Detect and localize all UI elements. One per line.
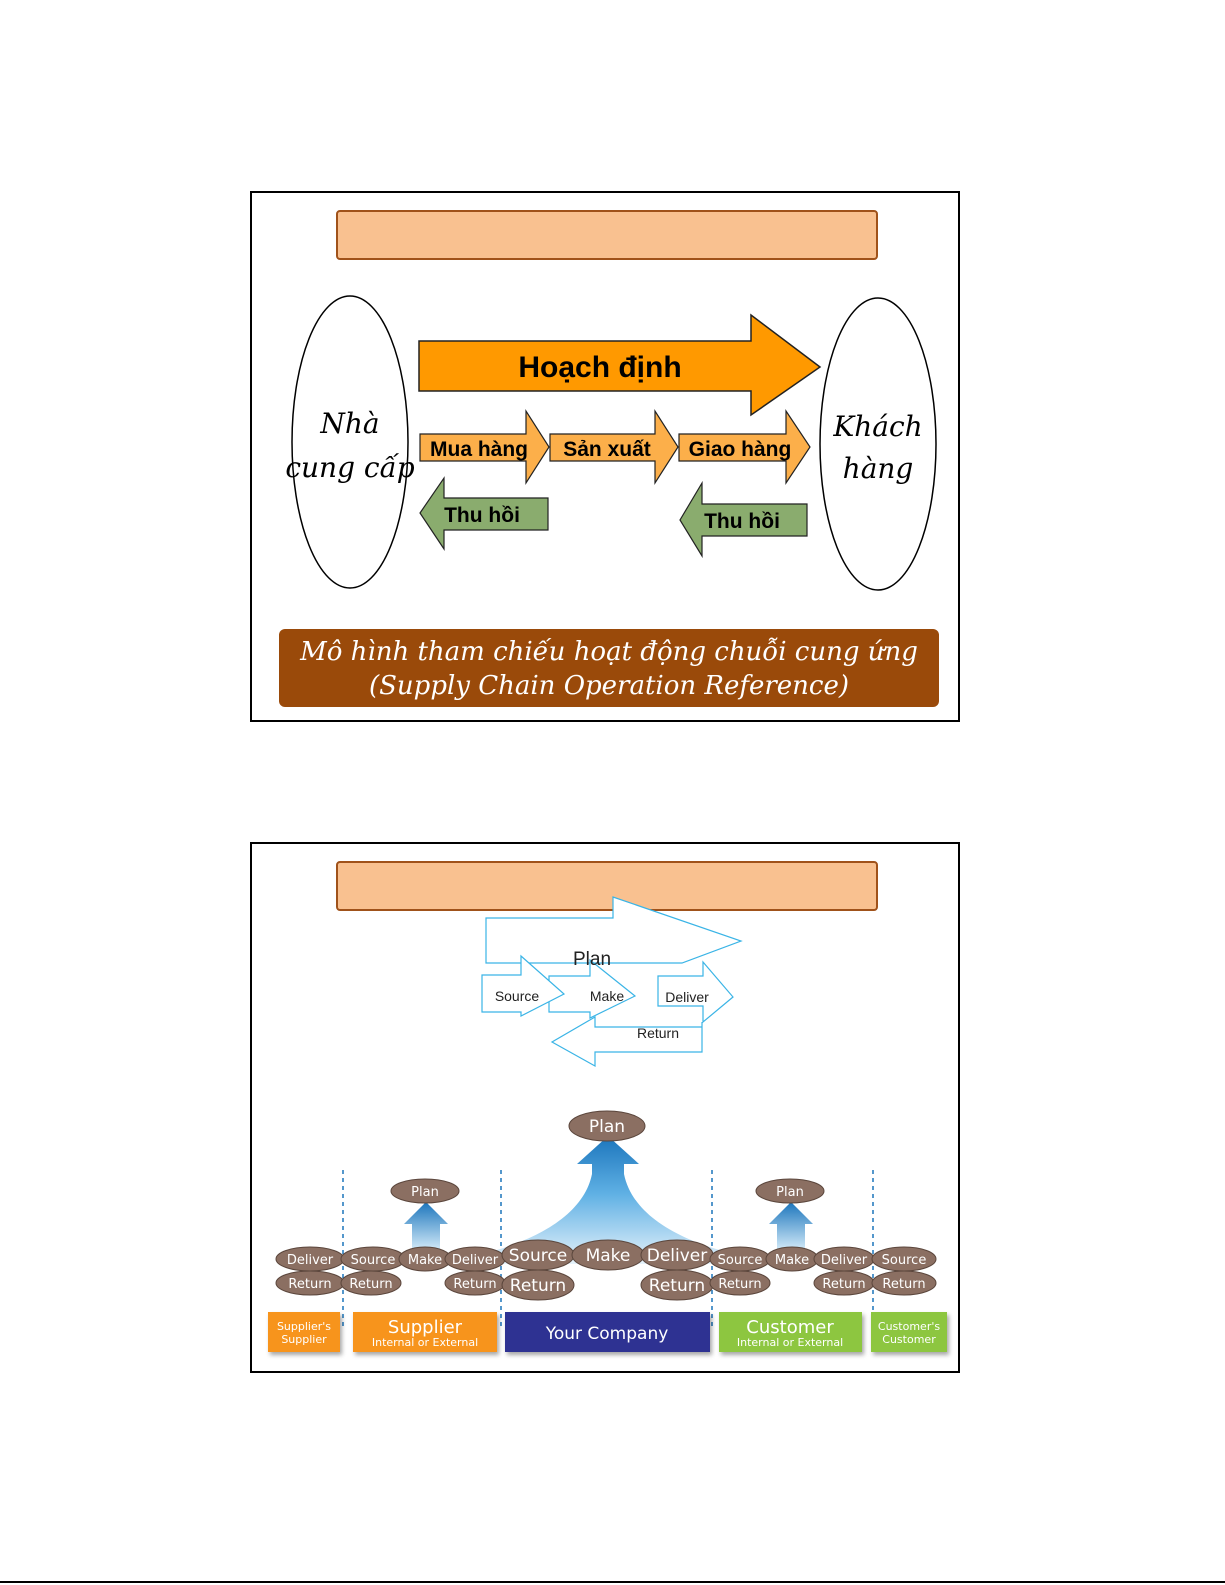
entity-supplier (353, 1312, 497, 1352)
plan-arrow-label: Hoạch định (518, 351, 681, 384)
caption-bar (279, 629, 939, 707)
entity-cu-line1: Customer (746, 1317, 834, 1338)
label-sup-return-l: Return (349, 1277, 392, 1292)
plan-oval-company (568, 1110, 646, 1142)
label-cu-return-r: Return (822, 1277, 865, 1292)
label-cu-return-l: Return (718, 1277, 761, 1292)
outline-deliver-label: Deliver (665, 989, 709, 1005)
label-cu-deliver: Deliver (821, 1253, 868, 1268)
delivery-arrow (678, 409, 811, 485)
slide-scor-chain: Plan Source Make Deliver Return (250, 842, 960, 1373)
label-sup-source: Source (351, 1253, 396, 1268)
supplier-plan-arrow (404, 1202, 448, 1249)
label-sup-deliver: Deliver (452, 1253, 499, 1268)
caption-line-1: Mô hình tham chiếu hoạt động chuỗi cung … (299, 636, 918, 667)
return-arrow-customer (679, 480, 808, 559)
oval-sup-return-l (340, 1270, 402, 1296)
return-arrow-supplier (419, 476, 549, 551)
scor-outline-diagram (481, 896, 743, 1068)
outline-plan-label: Plan (573, 949, 611, 970)
entity-cu-line2: Internal or External (737, 1336, 843, 1349)
plan-label-company: Plan (589, 1117, 625, 1137)
entity-your-company (505, 1312, 710, 1352)
outline-make-label: Make (590, 988, 624, 1004)
label-yc-return-r: Return (649, 1276, 705, 1296)
plan-arrow (418, 313, 822, 417)
slide-title-bar (336, 210, 878, 260)
oval-cc-return (871, 1270, 937, 1296)
entity-ss-line1: Supplier's (277, 1320, 331, 1333)
customer-label-2: hàng (843, 452, 914, 485)
entity-sup-line2: Internal or External (372, 1336, 478, 1349)
purchase-arrow (419, 408, 550, 486)
label-yc-make: Make (586, 1246, 631, 1266)
plan-label-customer: Plan (776, 1185, 804, 1200)
deliver-outline-arrow (657, 960, 734, 1024)
entity-suppliers-supplier (268, 1312, 340, 1352)
slide-scor-overview: Nhà cung cấp Khách hàng Hoạch định Mua h… (250, 191, 960, 722)
entity-customers-customer (871, 1312, 947, 1352)
plan-oval-supplier (390, 1178, 460, 1204)
plan-outline-arrow (485, 896, 743, 964)
entity-ss-line2: Supplier (281, 1333, 327, 1346)
customer-ellipse (819, 297, 937, 591)
supplier-ellipse (291, 295, 409, 589)
label-yc-return-l: Return (510, 1276, 566, 1296)
source-outline-arrow (481, 954, 566, 1017)
scor-chain-diagram: Plan Source Make Deliver Return (268, 896, 947, 1352)
caption-line-2: (Supply Chain Operation Reference) (369, 671, 849, 701)
return-arrow-customer-label: Thu hồi (704, 510, 780, 533)
delivery-arrow-label: Giao hàng (689, 438, 792, 461)
label-cc-source: Source (882, 1253, 927, 1268)
supplier-label-2: cung cấp (285, 451, 414, 484)
plan-label-supplier: Plan (411, 1185, 439, 1200)
label-ss-return: Return (288, 1277, 331, 1292)
label-yc-source: Source (509, 1246, 567, 1266)
outline-source-label: Source (495, 988, 540, 1004)
label-sup-return-r: Return (453, 1277, 496, 1292)
your-company-plan-arrow (427, 1136, 792, 1264)
production-arrow-label: Sản xuất (563, 438, 651, 461)
label-cc-return: Return (882, 1277, 925, 1292)
return-arrow-supplier-label: Thu hồi (444, 504, 520, 527)
entity-cc-line1: Customer's (878, 1320, 940, 1333)
scor-diagram: Nhà cung cấp Khách hàng Hoạch định Mua h… (279, 295, 939, 707)
label-ss-deliver: Deliver (287, 1253, 334, 1268)
label-sup-make: Make (408, 1253, 442, 1268)
process-ovals (275, 1110, 937, 1301)
label-cu-make: Make (775, 1253, 809, 1268)
slide-title-bar (336, 861, 878, 911)
label-yc-deliver: Deliver (647, 1246, 708, 1266)
entity-yc-line1: Your Company (545, 1324, 669, 1344)
customer-label-1: Khách (832, 410, 922, 443)
entity-cc-line2: Customer (882, 1333, 936, 1346)
make-outline-arrow (548, 958, 637, 1019)
purchase-arrow-label: Mua hàng (430, 438, 528, 461)
return-outline-arrow (550, 1015, 703, 1068)
entity-dividers (342, 1170, 874, 1329)
entity-customer (719, 1312, 862, 1352)
plan-oval-customer (755, 1178, 825, 1204)
supplier-label-1: Nhà (319, 407, 379, 440)
customer-plan-arrow (769, 1202, 813, 1249)
outline-return-label: Return (637, 1025, 679, 1041)
oval-yc-return-l (501, 1269, 575, 1301)
production-arrow (549, 408, 679, 486)
entity-sup-line1: Supplier (388, 1317, 463, 1338)
oval-cu-return-l (709, 1270, 771, 1296)
label-cu-source: Source (718, 1253, 763, 1268)
page-bottom-border (0, 1581, 1225, 1583)
